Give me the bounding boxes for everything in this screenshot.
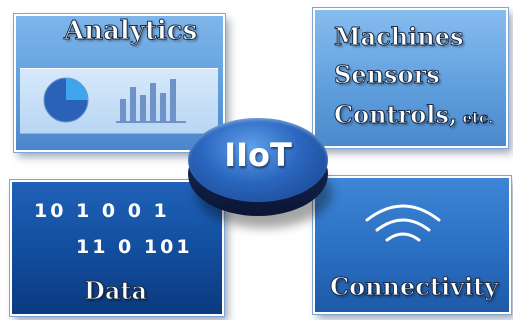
data-title: Data bbox=[84, 276, 148, 306]
iiot-disc bbox=[188, 118, 328, 202]
machines-tile bbox=[313, 8, 508, 148]
pie-chart-icon bbox=[43, 77, 89, 123]
controls-text: Controls, bbox=[333, 100, 458, 130]
connectivity-title: Connectivity bbox=[329, 272, 499, 302]
wifi-icon bbox=[365, 204, 441, 242]
machines-label: Machines bbox=[334, 22, 465, 52]
analytics-title: Analytics bbox=[63, 16, 198, 47]
connectivity-tile bbox=[313, 176, 511, 314]
controls-label: Controls, etc. bbox=[333, 100, 494, 130]
data-tile bbox=[10, 180, 224, 316]
binary-line-1: 10 1 0 0 1 bbox=[34, 200, 170, 222]
chart-icons bbox=[43, 77, 186, 123]
binary-line-2: 11 0 101 bbox=[76, 236, 193, 258]
chart-panel bbox=[20, 68, 218, 134]
bar-chart-icon bbox=[116, 79, 186, 123]
iiot-label: IIoT bbox=[224, 136, 292, 174]
sensors-label: Sensors bbox=[334, 60, 441, 90]
etc-text: etc. bbox=[457, 109, 494, 128]
